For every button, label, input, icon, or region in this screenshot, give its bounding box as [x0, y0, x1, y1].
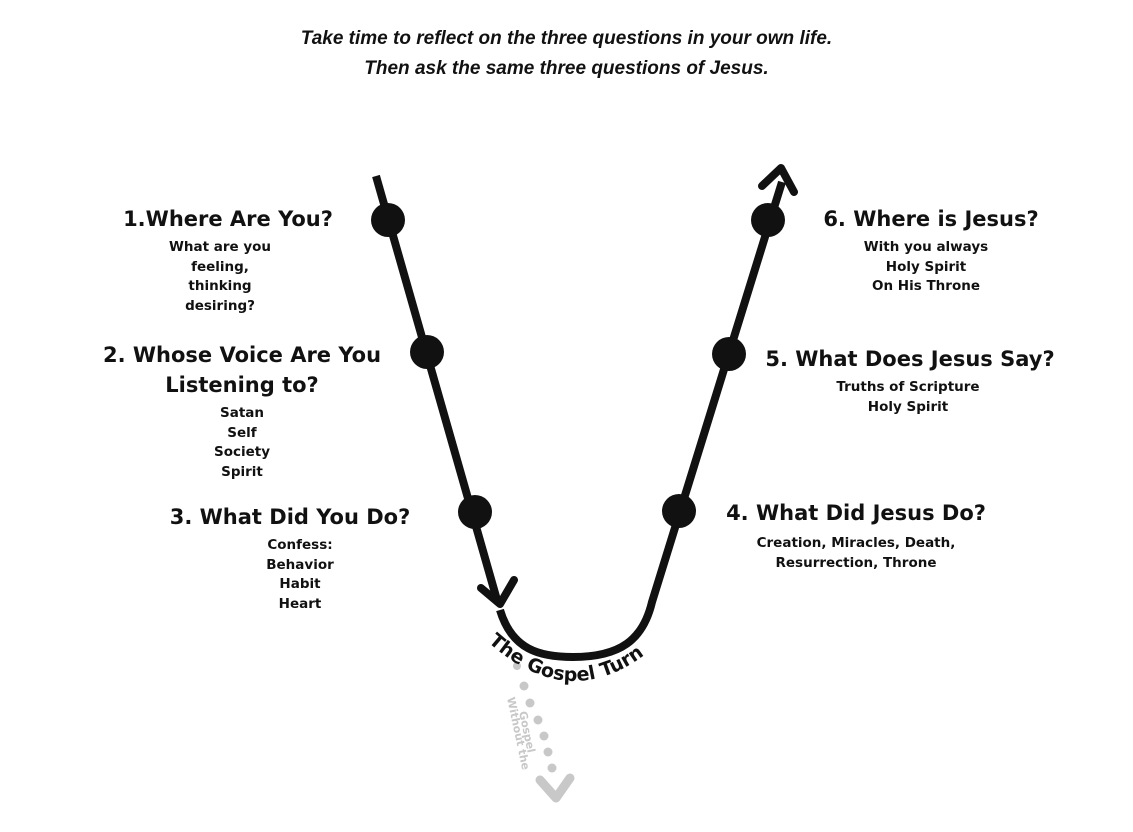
q3-details: Confess: Behavior Habit Heart [240, 536, 360, 614]
q1-title: 1.Where Are You? [123, 207, 333, 231]
q4-title: 4. What Did Jesus Do? [726, 501, 986, 525]
milestone-dot-2 [410, 335, 444, 369]
up-arrowhead-icon [758, 164, 798, 196]
without-gospel-dotted-path [513, 662, 557, 773]
q6-detail: With you always [863, 239, 989, 255]
q2-detail: Spirit [221, 463, 263, 480]
q3-detail: Habit [279, 576, 321, 592]
without-gospel-arrowhead-icon [535, 773, 575, 803]
q5-detail: Holy Spirit [867, 398, 949, 415]
q4-detail: Creation, Miracles, Death, [756, 535, 956, 551]
q6-details: With you always Holy Spirit On His Thron… [846, 238, 1006, 297]
q5-title: 5. What Does Jesus Say? [765, 347, 1055, 371]
q2-detail: Self [227, 424, 257, 441]
q6-detail: Holy Spirit [885, 258, 967, 275]
q4-details: Creation, Miracles, Death, Resurrection,… [742, 534, 970, 573]
milestone-dot-4 [662, 494, 696, 528]
q3-detail: Behavior [266, 556, 334, 573]
q3-detail: Confess: [267, 537, 333, 553]
milestone-dot-3 [458, 495, 492, 529]
intro-line-1: Take time to reflect on the three questi… [300, 28, 833, 49]
q2-title-line1: 2. Whose Voice Are You [102, 343, 382, 367]
q1-detail: feeling, [191, 258, 249, 275]
q1-detail: What are you [168, 239, 272, 255]
milestone-dot-6 [751, 203, 785, 237]
q1-detail: desiring? [185, 297, 255, 314]
descending-path [372, 174, 501, 602]
q2-detail: Society [213, 444, 271, 460]
q3-detail: Heart [278, 595, 322, 612]
milestone-dot-1 [371, 203, 405, 237]
milestone-dot-5 [712, 337, 746, 371]
intro-line-2: Then ask the same three questions of Jes… [364, 58, 769, 79]
down-arrowhead-icon [477, 576, 518, 608]
ascending-path [496, 180, 786, 662]
q4-detail: Resurrection, Throne [775, 554, 937, 571]
q3-title: 3. What Did You Do? [169, 505, 411, 529]
q5-details: Truths of Scripture Holy Spirit [818, 378, 998, 417]
q6-title: 6. Where is Jesus? [823, 207, 1039, 231]
q6-detail: On His Throne [872, 278, 980, 294]
q1-detail: thinking [188, 278, 252, 294]
q5-detail: Truths of Scripture [836, 379, 980, 395]
q2-details: Satan Self Society Spirit [182, 404, 302, 482]
q1-details: What are you feeling, thinking desiring? [150, 238, 290, 316]
q2-title-line2: Listening to? [165, 373, 319, 397]
q2-detail: Satan [219, 405, 264, 421]
